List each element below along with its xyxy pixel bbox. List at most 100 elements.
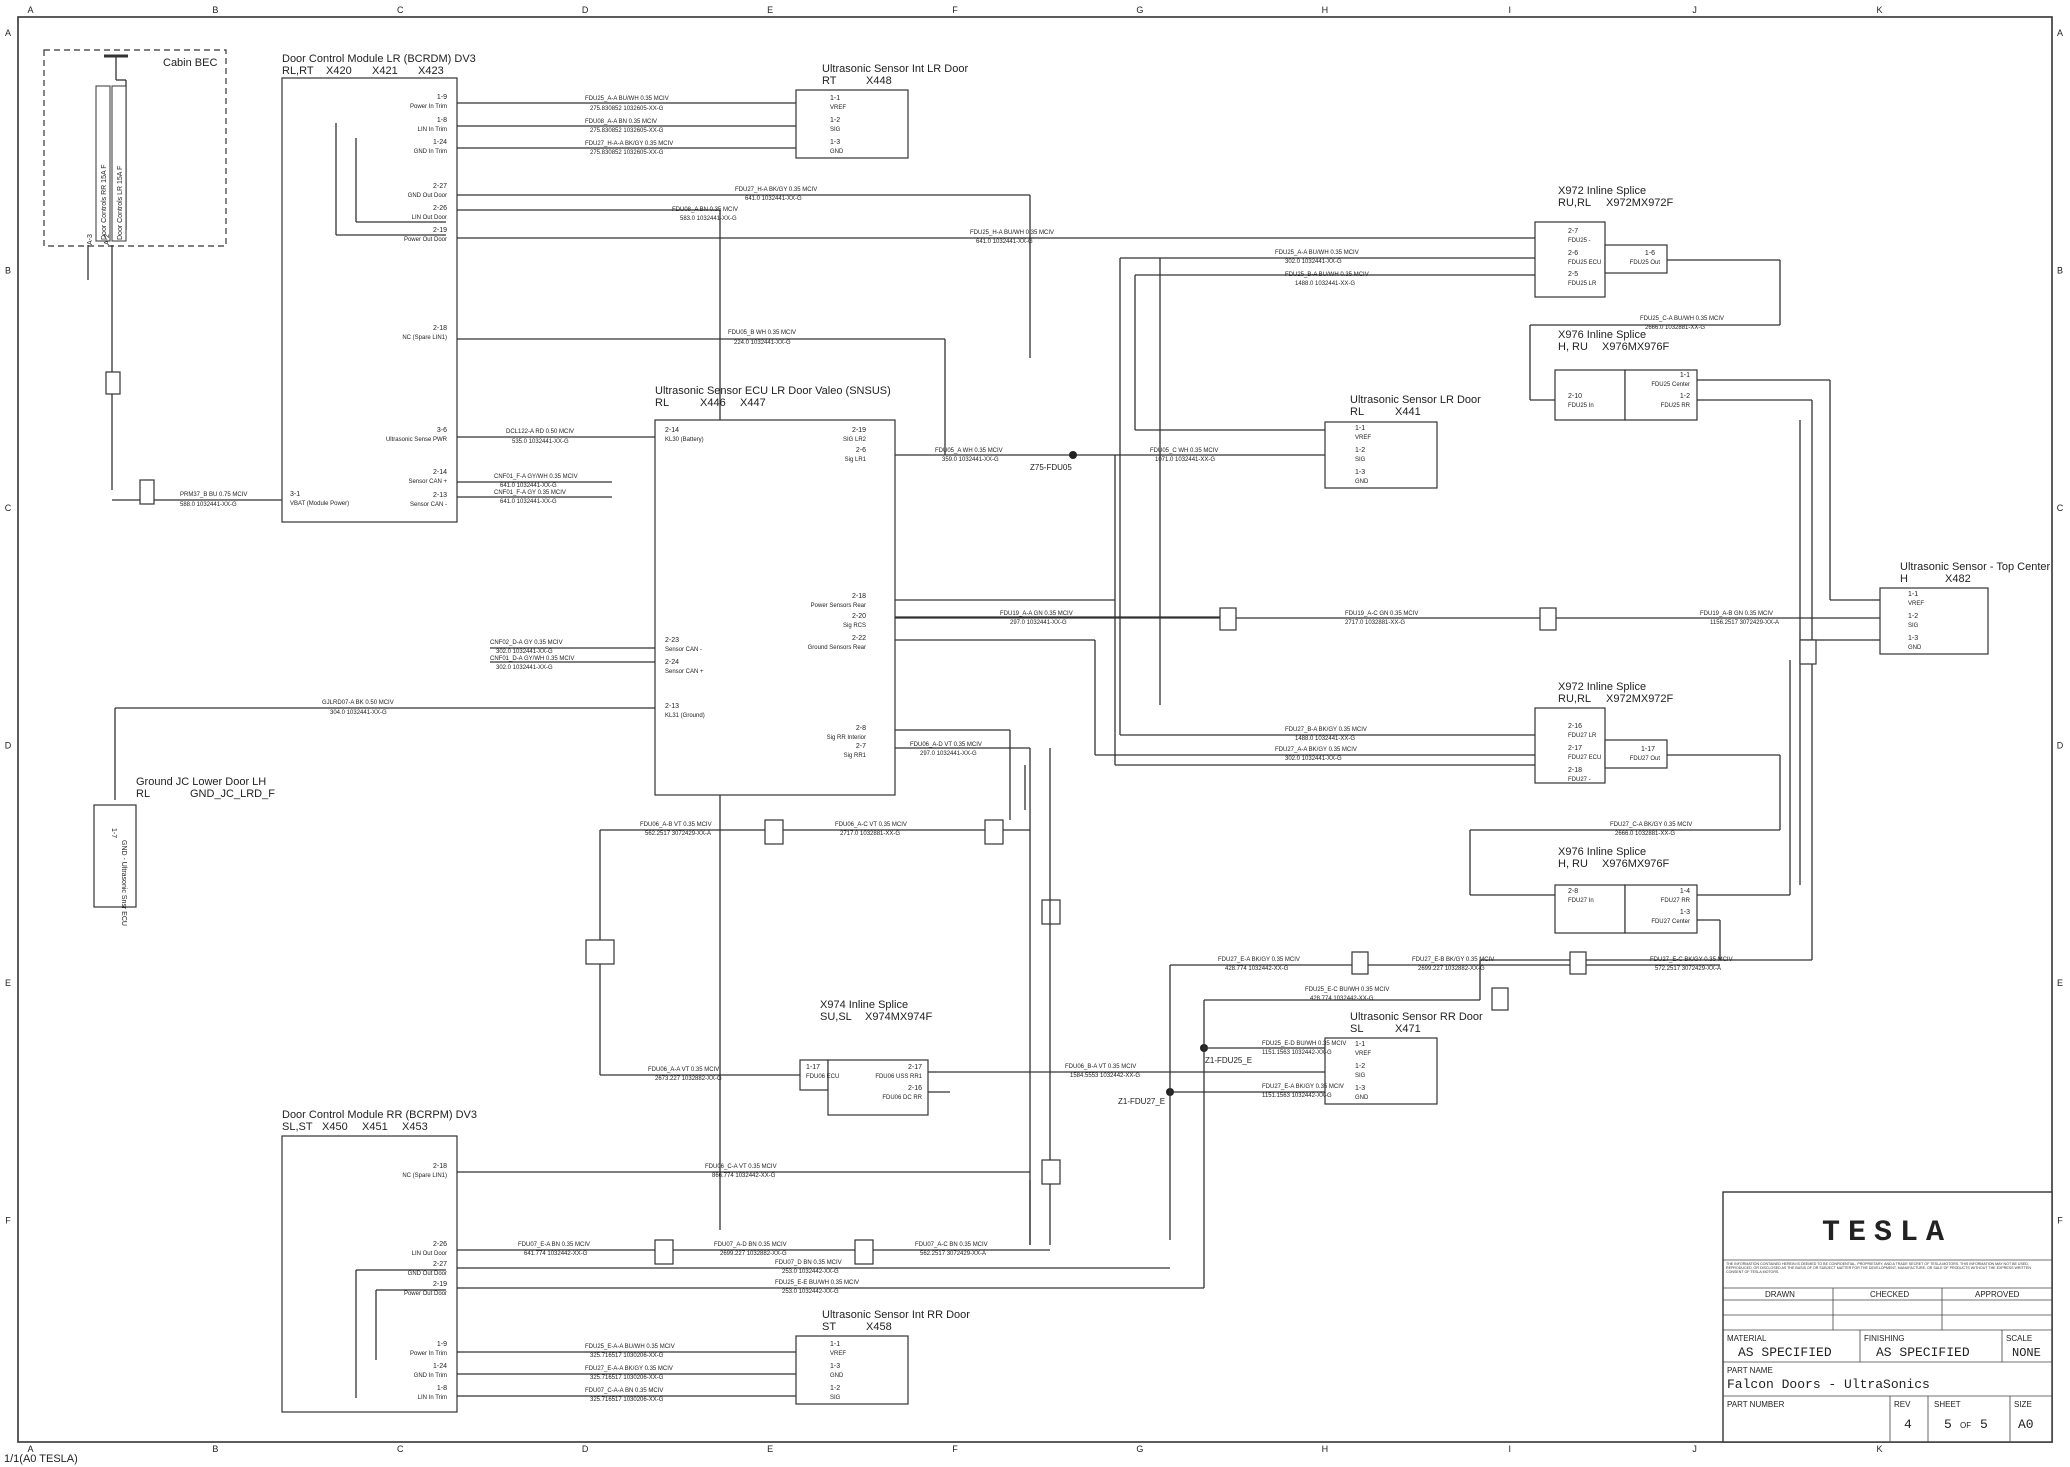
pin-label: FDU25 RR	[1661, 403, 1691, 409]
wire-label: 641.0 1032441-XX-G	[976, 239, 1033, 245]
pin-number: 1-2	[1908, 613, 1918, 620]
wires-fdu19	[895, 607, 1880, 631]
pin-number: 2-6	[856, 447, 866, 454]
dcm-lr-x1: X420	[326, 65, 352, 77]
pin-number: 1-2	[1680, 393, 1690, 400]
pin-number: 2-18	[852, 593, 866, 600]
wire-label: FDU05_C WH 0.35 MCIV	[1150, 448, 1218, 454]
us-top-sub: H	[1900, 573, 1908, 585]
pin-label: GND Out Door	[408, 193, 447, 199]
wire-label: FDU19_A-A GN 0.35 MCIV	[1000, 611, 1073, 617]
us-ecu-x1: X446	[700, 397, 726, 409]
us-int-lr-title: Ultrasonic Sensor Int LR Door	[822, 63, 968, 75]
pin-label: SIG	[830, 1395, 841, 1401]
dcm-lr-title: Door Control Module LR (BCRDM) DV3	[282, 53, 476, 65]
pin-number: 2-27	[433, 1261, 447, 1268]
grid-row-label: A	[2057, 28, 2063, 38]
pin-label: VREF	[830, 1351, 846, 1357]
pin-label: Sensor CAN -	[410, 502, 447, 508]
splice-z75: Z75-FDU05	[1030, 463, 1072, 472]
rev-label: REV	[1894, 1400, 1911, 1409]
disclaimer: THE INFORMATION CONTAINED HEREIN IS DEEM…	[1726, 1262, 2031, 1275]
grid-col-label: B	[212, 1444, 218, 1454]
grid-col-label: E	[767, 5, 773, 15]
us-ecu-x2: X447	[740, 397, 766, 409]
grid-row-label: B	[5, 265, 11, 275]
pin-label: FDU27 In	[1568, 898, 1594, 904]
pin-number: 2-22	[852, 635, 866, 642]
wire-label: 2666.0 1032881-XX-G	[1645, 325, 1705, 331]
wire-label: FDU25_E-C BU/WH 0.35 MCIV	[1305, 987, 1389, 993]
pin-number: 1-8	[437, 117, 447, 124]
wire-label: FDU27_C-A BK/GY 0.35 MCIV	[1610, 822, 1692, 828]
wire-label: 1071.0 1032441-XX-G	[1155, 457, 1215, 463]
pin-number: 2-19	[433, 227, 447, 234]
us-rr: Ultrasonic Sensor RR Door SL X471 1-1VRE…	[1324, 1011, 1483, 1105]
wire-label: FDU25_A-A BU/WH 0.35 MCIV	[585, 96, 669, 102]
wire-label: FDU27_E-C BK/GY 0.35 MCIV	[1650, 957, 1733, 963]
wire-label: FDU25_H-A BU/WH 0.35 MCIV	[970, 230, 1054, 236]
wire-label: 2699.227 1032882-XX-G	[720, 1251, 787, 1257]
pin-number: 1-2	[1355, 1063, 1365, 1070]
pin-label: Sensor CAN +	[665, 669, 704, 675]
ground-jc-x: GND_JC_LRD_F	[190, 788, 275, 800]
pin-label: FDU25 Out	[1630, 260, 1661, 266]
wires-ecu	[114, 454, 1535, 1245]
pin-label: Sig RR Interior	[827, 735, 866, 741]
scale-value: NONE	[2012, 1346, 2041, 1360]
splice-z1-25: Z1-FDU25_E	[1205, 1056, 1252, 1065]
sheet-total: 5	[1980, 1417, 1988, 1432]
splice-x976-bot-x: X976MX976F	[1602, 858, 1670, 870]
splice-node	[1069, 451, 1077, 459]
us-lr-sub: RL	[1350, 406, 1364, 418]
pin-label: FDU27 LR	[1568, 733, 1597, 739]
pin-number: 1-4	[1680, 888, 1690, 895]
grid-col-label: H	[1322, 5, 1329, 15]
pin-number: 1-2	[830, 117, 840, 124]
pin-number: 1-3	[830, 1363, 840, 1370]
pin-number: 1-2	[830, 1385, 840, 1392]
pin-number: 2-23	[665, 637, 679, 644]
pin-label: FDU06 USS RR1	[875, 1074, 922, 1080]
us-rr-title: Ultrasonic Sensor RR Door	[1350, 1011, 1483, 1023]
wire-label: 2666.0 1032881-XX-G	[1615, 831, 1675, 837]
wire-label: GJLRD07-A BK 0.50 MCIV	[322, 700, 394, 706]
footer-label: 1/1(A0 TESLA)	[4, 1453, 78, 1465]
pin-label: LIN In Trim	[418, 127, 447, 133]
pin-label: GND	[1355, 479, 1369, 485]
grid-col-label: A	[27, 5, 33, 15]
wire-label: FDU27_E-A BK/GY 0.35 MCIV	[1262, 1084, 1344, 1090]
pin-number: 1-1	[1355, 1041, 1365, 1048]
pin-number: 2-26	[433, 205, 447, 212]
pin-label: FDU25 -	[1568, 238, 1591, 244]
wire-label: FDU07_E-A BN 0.35 MCIV	[518, 1242, 590, 1248]
material-value: AS SPECIFIED	[1738, 1345, 1832, 1360]
wire-label: FDU25_C-A BU/WH 0.35 MCIV	[1640, 316, 1724, 322]
wire-label: FDU06_A-B VT 0.35 MCIV	[640, 822, 712, 828]
sheet-label: SHEET	[1934, 1400, 1961, 1409]
pin-number: 1-1	[830, 1341, 840, 1348]
pin-label: Sensor CAN +	[408, 479, 447, 485]
grid-col-label: I	[1508, 1444, 1511, 1454]
pin-label: LIN In Trim	[418, 1395, 447, 1401]
pin-label: FDU25 LR	[1568, 281, 1597, 287]
pin-label: Sig RR1	[844, 753, 867, 759]
pin-label: VBAT (Module Power)	[290, 501, 349, 507]
wire-label: 297.0 1032441-XX-G	[920, 751, 977, 757]
grid-row-label: D	[2057, 740, 2064, 750]
bec-a2: A-2	[104, 234, 111, 245]
wire-label: 325.716517 1030206-XX-G	[590, 1375, 664, 1381]
pin-label: FDU06 ECU	[806, 1074, 839, 1080]
wire-label: 583.0 1032441-XX-G	[680, 216, 737, 222]
pin-label: GND	[1355, 1095, 1369, 1101]
wire-label: 302.0 1032441-XX-G	[1285, 259, 1342, 265]
bec-pin-rr: Door Controls RR 15A F	[101, 165, 108, 240]
splice-x972-bot-title: X972 Inline Splice	[1558, 681, 1646, 693]
wire-label: 2717.0 1032881-XX-G	[840, 831, 900, 837]
grid-col-label: A	[27, 1444, 33, 1454]
pin-label: KL30 (Battery)	[665, 437, 704, 443]
pin-label: SIG	[1355, 1073, 1366, 1079]
wire-label: FDU07_A-D BN 0.35 MCIV	[714, 1242, 787, 1248]
wire-label: 275.830852 1032605-XX-G	[590, 150, 664, 156]
